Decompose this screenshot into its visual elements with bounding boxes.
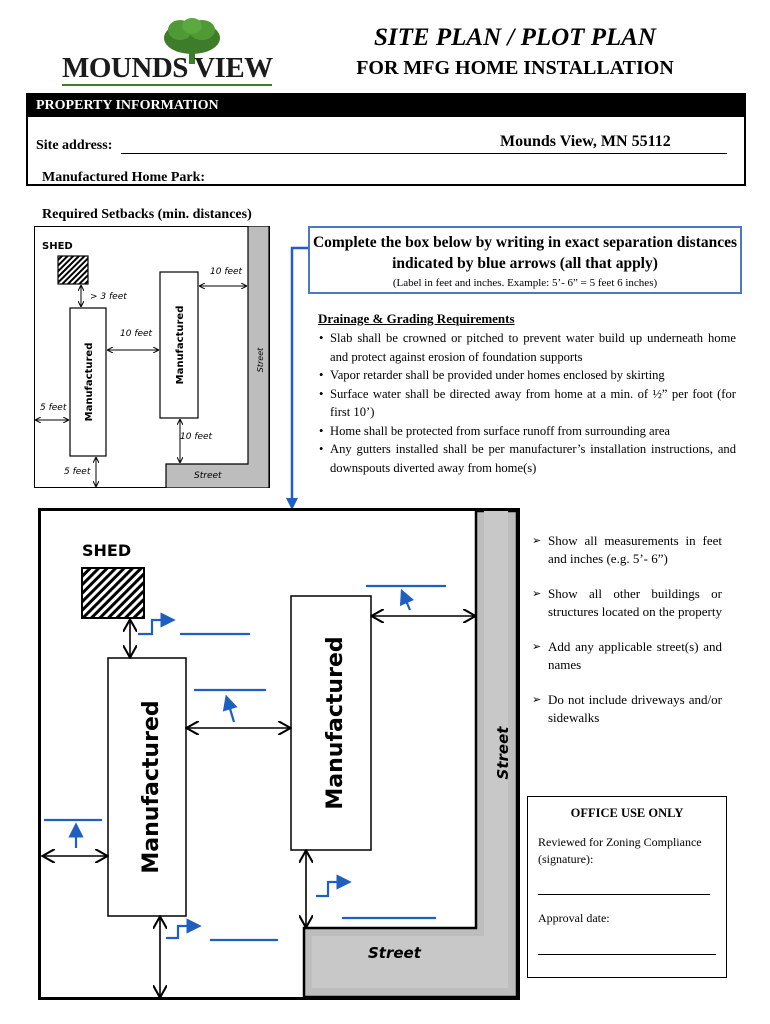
blue-arrow-icon	[222, 694, 238, 723]
shed-shape	[81, 567, 145, 619]
shed-shape	[56, 254, 89, 285]
street-label-side: Street	[494, 726, 512, 780]
setbacks-title: Required Setbacks (min. distances)	[42, 207, 252, 222]
home-left-label: Manufactured	[84, 342, 95, 421]
property-information-box: PROPERTY INFORMATION Site address: Mound…	[26, 93, 746, 186]
drainage-item: Home shall be protected from surface run…	[318, 422, 736, 441]
home-left-shape	[107, 657, 187, 917]
blue-arrow-icon	[316, 874, 352, 898]
dist-shed-home-label: > 3 feet	[90, 292, 127, 302]
tip-item: Add any applicable street(s) and names	[532, 638, 722, 674]
tip-item: Do not include driveways and/or sidewalk…	[532, 691, 722, 727]
connector-arrow-icon	[286, 246, 308, 510]
drainage-item: Surface water shall be directed away fro…	[318, 385, 736, 422]
site-address-field[interactable]	[121, 153, 727, 154]
home-right-label: Manufactured	[175, 305, 186, 384]
tips-list: Show all measurements in feet and inches…	[532, 532, 722, 744]
blue-arrow-icon	[138, 612, 176, 636]
approval-label: Approval date:	[538, 911, 610, 925]
tree-logo-icon	[164, 18, 220, 64]
home-right-shape	[290, 595, 372, 851]
drainage-item: Any gutters installed shall be per manuf…	[318, 440, 736, 477]
signature-field[interactable]	[538, 894, 710, 895]
dist-home-street-side-label: 10 feet	[210, 267, 243, 277]
page-subtitle: FOR MFG HOME INSTALLATION	[356, 57, 674, 79]
instruction-title: Complete the box below by writing in exa…	[312, 234, 738, 272]
drainage-item: Slab shall be crowned or pitched to prev…	[318, 329, 736, 366]
street-label-bottom: Street	[194, 471, 222, 481]
home-left-label: Manufactured	[139, 700, 164, 873]
approval-date-field[interactable]	[538, 954, 716, 955]
street-label-bottom: Street	[368, 944, 422, 962]
office-use-box: OFFICE USE ONLY Reviewed for Zoning Comp…	[527, 796, 727, 978]
blue-arrow-icon	[166, 918, 202, 940]
street-label-side: Street	[256, 346, 265, 371]
drainage-title: Drainage & Grading Requirements	[318, 311, 515, 326]
tip-item: Show all measurements in feet and inches…	[532, 532, 722, 568]
home-right-label: Manufactured	[323, 636, 348, 809]
shed-label: SHED	[82, 541, 131, 560]
home-right-shape	[158, 270, 199, 419]
logo-underline	[62, 84, 272, 86]
home-left-shape	[68, 306, 107, 457]
setbacks-diagram: SHED > 3 feet 10 feet 10 feet 10 feet 5 …	[34, 225, 270, 488]
drainage-list: Slab shall be crowned or pitched to prev…	[318, 329, 736, 477]
page-title: SITE PLAN / PLOT PLAN	[374, 24, 656, 51]
office-title: OFFICE USE ONLY	[570, 806, 684, 820]
instruction-note: (Label in feet and inches. Example: 5’- …	[392, 277, 658, 289]
dist-home-street-bottom-label: 10 feet	[180, 432, 213, 442]
drainage-item: Vapor retarder shall be provided under h…	[318, 366, 736, 385]
site-address-label: Site address:	[36, 138, 113, 153]
review-label: Reviewed for Zoning Compliance (signatur…	[538, 835, 702, 866]
logo-text: MOUNDS VIEW	[62, 52, 273, 84]
property-section-title: PROPERTY INFORMATION	[28, 95, 744, 117]
site-plan-diagram: SHED Manufactured Manufactured Street St…	[38, 508, 520, 1000]
park-label: Manufactured Home Park:	[42, 170, 206, 185]
street-shape	[164, 225, 270, 488]
dist-left-label: 5 feet	[40, 403, 67, 413]
city-state-zip: Mounds View, MN 55112	[500, 133, 673, 151]
shed-label: SHED	[42, 241, 73, 252]
dist-home-home-label: 10 feet	[120, 329, 153, 339]
blue-arrow-icon	[399, 588, 415, 611]
instruction-box: Complete the box below by writing in exa…	[308, 226, 742, 294]
dist-bottom-label: 5 feet	[64, 467, 91, 477]
tip-item: Show all other buildings or structures l…	[532, 585, 722, 621]
